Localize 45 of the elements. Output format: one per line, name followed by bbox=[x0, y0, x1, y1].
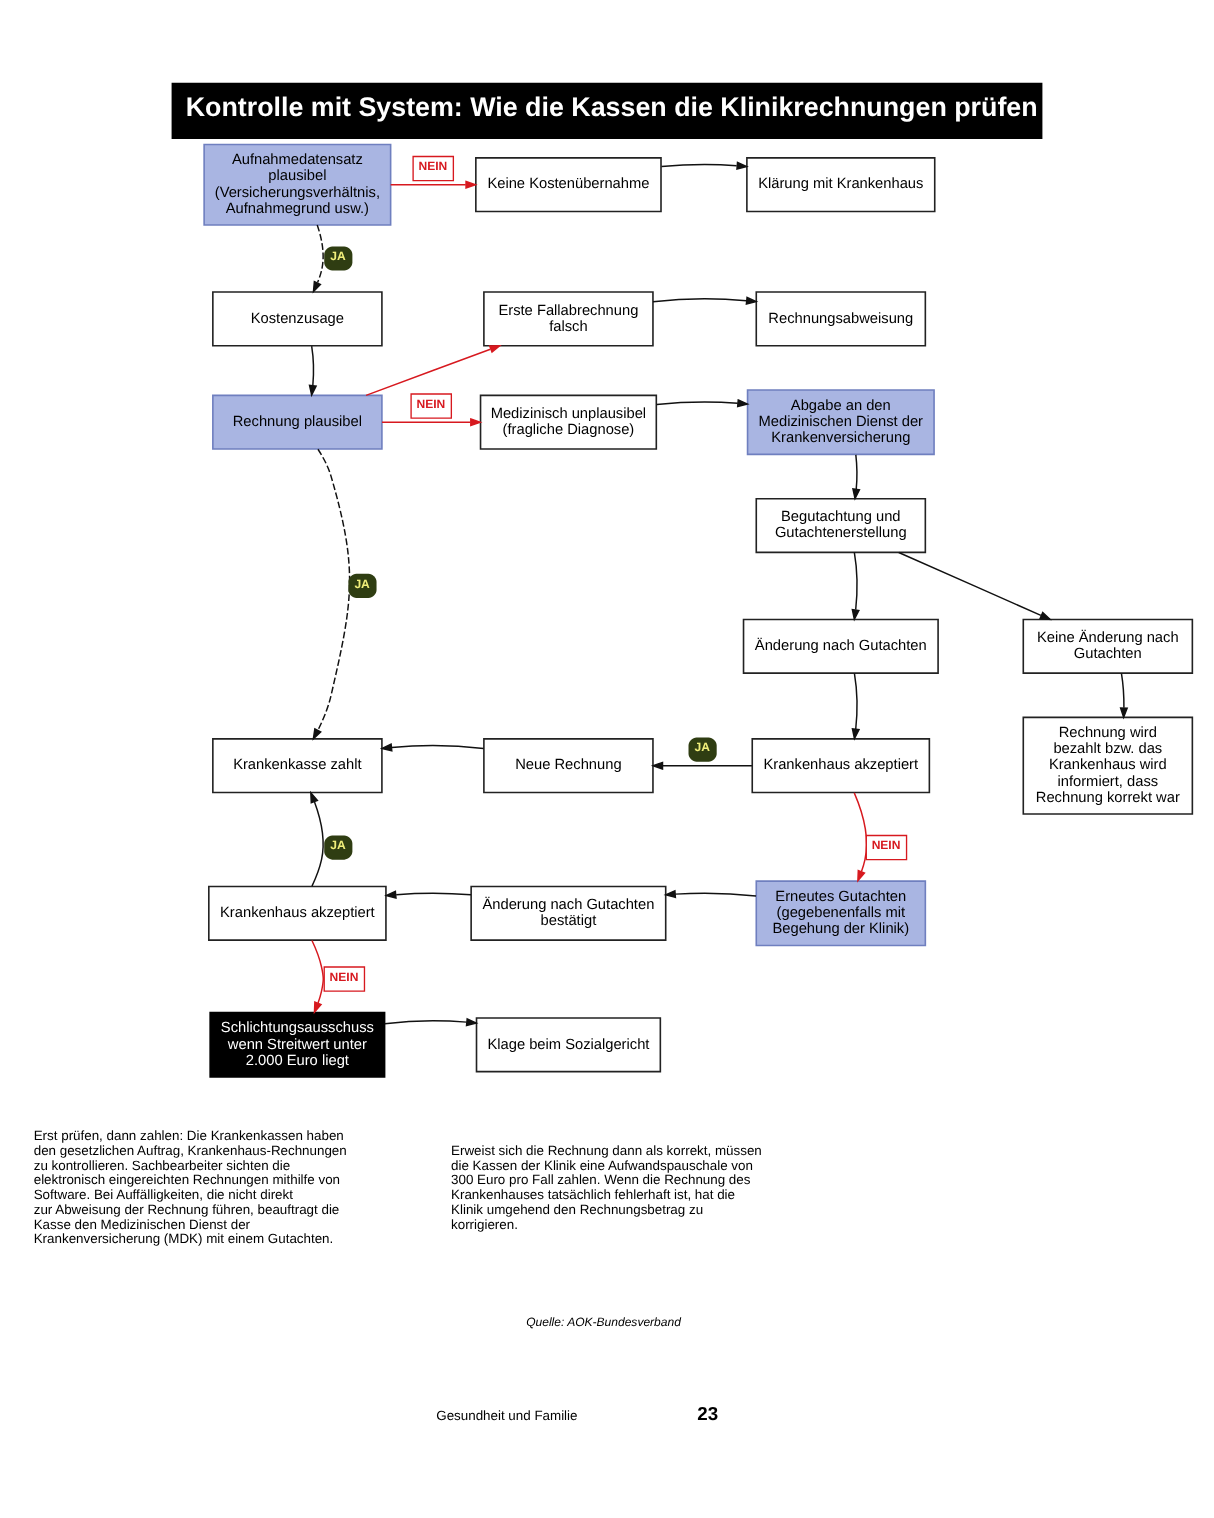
node-box: Krankenkasse zahlt bbox=[212, 738, 383, 794]
node-box: Aufnahmedatensatz plausibel (Versicherungsverhältnis, Aufnahmegrund usw.) bbox=[203, 143, 392, 226]
node-box: Krankenhaus akzeptiert bbox=[751, 738, 931, 794]
arrow bbox=[365, 344, 502, 397]
diagram-title: Kontrolle mit System: Wie die Kassen die Klinikrechnungen prüfen bbox=[185, 92, 1038, 123]
node-box: Abgabe an den Medizinischen Dienst der Krankenversicherung bbox=[746, 389, 935, 456]
arrow bbox=[852, 454, 861, 501]
node-box: Erste Fallabrechnung falsch bbox=[483, 291, 654, 347]
arrow bbox=[898, 551, 1053, 621]
node-box: Erneutes Gutachten (gegebenenfalls mit Begehung der Klinik) bbox=[755, 880, 927, 947]
arrow bbox=[311, 939, 324, 1015]
node-box: Rechnungsabweisung bbox=[755, 291, 927, 347]
node-box: Medizinisch unplausibel (fragliche Diagnose) bbox=[479, 394, 658, 450]
node-box: Schlichtungsausschuss wenn Streitwert unter 2.000 Euro liegt bbox=[209, 1011, 386, 1078]
arrow bbox=[650, 761, 753, 771]
arrow bbox=[663, 889, 757, 899]
arrow bbox=[312, 448, 351, 741]
node-box: Klärung mit Krankenhaus bbox=[746, 157, 936, 213]
arrow bbox=[384, 1017, 479, 1027]
node-box: Änderung nach Gutachten bestätigt bbox=[470, 885, 667, 941]
arrow bbox=[310, 790, 324, 887]
arrow bbox=[384, 890, 472, 899]
arrow bbox=[851, 672, 861, 741]
node-box: Rechnung wird bezahlt bzw. das Krankenhaus wird informiert, dass Rechnung korrekt war bbox=[1022, 716, 1194, 815]
arrow bbox=[851, 551, 860, 622]
arrow bbox=[381, 417, 483, 427]
arrow bbox=[652, 296, 759, 305]
node-box: Neue Rechnung bbox=[483, 738, 654, 794]
node-box: Rechnung plausibel bbox=[212, 394, 383, 450]
arrow bbox=[853, 792, 868, 883]
arrow bbox=[660, 161, 749, 170]
node-box: Krankenhaus akzeptiert bbox=[208, 885, 387, 941]
node-box: Klage beim Sozialgericht bbox=[475, 1017, 662, 1073]
node-box: Änderung nach Gutachten bbox=[742, 618, 939, 674]
node-box: Keine Kostenübernahme bbox=[475, 157, 662, 213]
arrow bbox=[312, 224, 324, 294]
arrow bbox=[656, 398, 750, 408]
arrow bbox=[1119, 672, 1129, 720]
node-box: Kostenzusage bbox=[212, 291, 383, 347]
arrow bbox=[379, 743, 485, 752]
node-box: Keine Änderung nach Gutachten bbox=[1022, 618, 1194, 674]
label: 23 bbox=[697, 1402, 719, 1425]
arrow bbox=[389, 180, 478, 190]
arrow bbox=[308, 345, 318, 398]
node-box: Begutachtung und Gutachtenerstellung bbox=[755, 497, 927, 554]
